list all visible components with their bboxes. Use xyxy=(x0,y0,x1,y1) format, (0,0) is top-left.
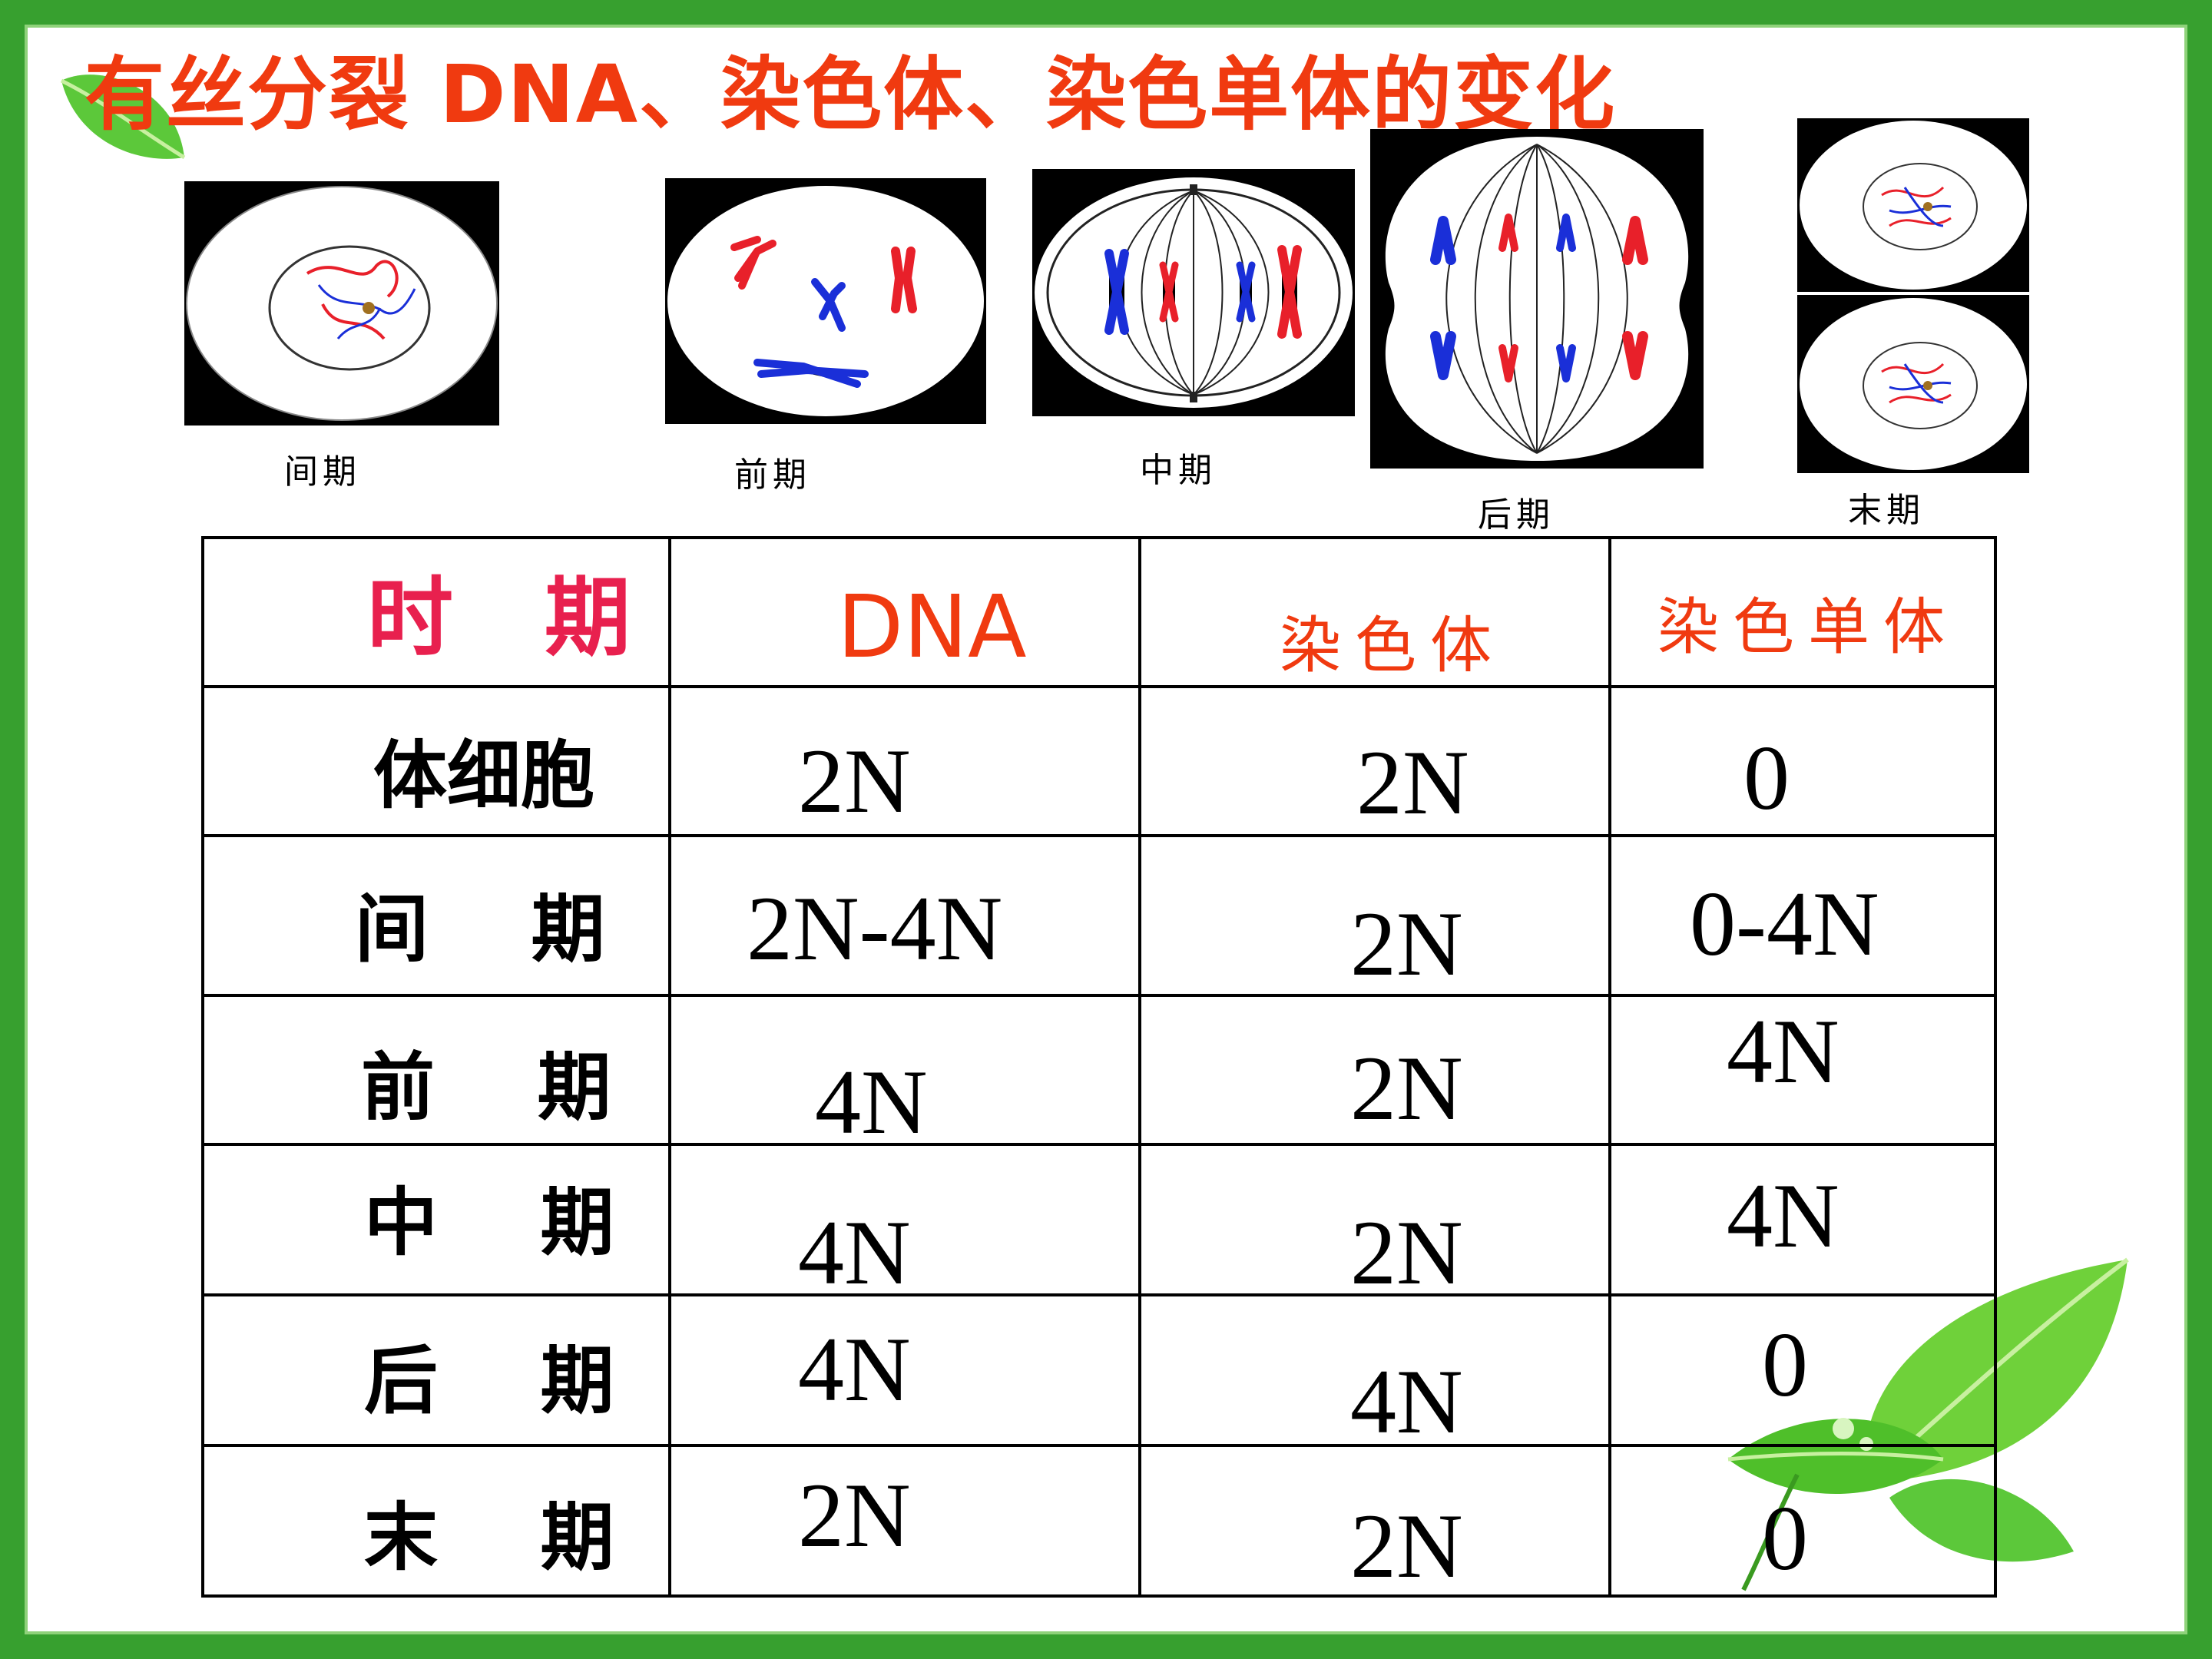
telophase-cell-image-bottom xyxy=(1797,295,2029,473)
header-chromatid: 染色单体 xyxy=(1657,591,1959,663)
interphase-cell-image xyxy=(184,181,499,426)
slide-frame-inner xyxy=(25,25,2187,1634)
table-row: 间 期 2N-4N 2N 0-4N xyxy=(201,834,1997,997)
dna-value: 4N xyxy=(798,1318,911,1420)
phase-label-anaphase: 后期 xyxy=(1478,495,1555,535)
chromatid-value: 0 xyxy=(1743,727,1790,829)
chromosome-value: 2N xyxy=(1350,892,1463,995)
dna-value: 4N xyxy=(815,1051,928,1153)
anaphase-cell-image xyxy=(1370,129,1704,469)
row-label: 中 期 xyxy=(364,1180,614,1266)
table-row: 体细胞 2N 2N 0 xyxy=(201,685,1997,837)
header-cell-dna: DNA xyxy=(668,536,1141,688)
chromatid-value: 0 xyxy=(1762,1313,1808,1416)
header-period: 时 期 xyxy=(367,568,661,668)
phase-label-metaphase: 中期 xyxy=(1140,451,1217,490)
chromosome-value: 2N xyxy=(1350,1495,1463,1597)
row-label: 体细胞 xyxy=(373,733,594,819)
chromosome-value: 4N xyxy=(1350,1350,1463,1452)
row-label: 前 期 xyxy=(361,1045,611,1131)
chromatid-value: 0 xyxy=(1762,1487,1808,1589)
chromosome-value: 2N xyxy=(1356,731,1469,833)
phase-label-prophase: 前期 xyxy=(734,455,811,495)
chromatid-value: 4N xyxy=(1727,1000,1839,1102)
mitosis-table: 时 期 DNA 染色体 染色单体 体细胞 2N 2N 0 间 期 2N-4N 2… xyxy=(201,536,1997,1598)
dna-value: 2N xyxy=(798,730,911,832)
table-row: 后 期 4N 4N 0 xyxy=(201,1293,1997,1452)
dna-value: 4N xyxy=(798,1201,911,1303)
dna-value: 2N xyxy=(798,1464,911,1566)
table-row: 中 期 4N 2N 4N xyxy=(201,1143,1997,1303)
header-chromosome: 染色体 xyxy=(1280,610,1505,681)
phase-label-interphase: 间期 xyxy=(284,452,361,492)
chromatid-value: 0-4N xyxy=(1690,873,1879,975)
row-label: 间 期 xyxy=(355,886,605,972)
table-row: 末 期 2N 2N 0 xyxy=(201,1444,1997,1598)
slide-title: 有丝分裂 DNA、染色体、染色单体的变化 xyxy=(84,48,1617,141)
phase-label-telophase: 末期 xyxy=(1848,491,1925,530)
metaphase-cell-image xyxy=(1032,169,1355,416)
header-cell-period: 时 期 xyxy=(201,536,671,688)
prophase-cell-image xyxy=(665,178,986,424)
header-cell-chromosome: 染色体 xyxy=(1138,536,1611,688)
chromosome-value: 2N xyxy=(1350,1201,1463,1303)
telophase-cell-image-top xyxy=(1797,118,2029,292)
row-label: 末 期 xyxy=(364,1495,614,1581)
header-cell-chromatid: 染色单体 xyxy=(1608,536,1997,688)
header-dna: DNA xyxy=(837,578,1027,677)
dna-value: 2N-4N xyxy=(747,877,1003,979)
table-header-row: 时 期 DNA 染色体 染色单体 xyxy=(201,536,1997,688)
chromatid-value: 4N xyxy=(1727,1164,1839,1267)
table-row: 前 期 4N 2N 4N xyxy=(201,994,1997,1153)
leaf-decoration-top-left xyxy=(60,75,186,160)
row-label: 后 期 xyxy=(364,1338,614,1424)
chromosome-value: 2N xyxy=(1350,1037,1463,1139)
